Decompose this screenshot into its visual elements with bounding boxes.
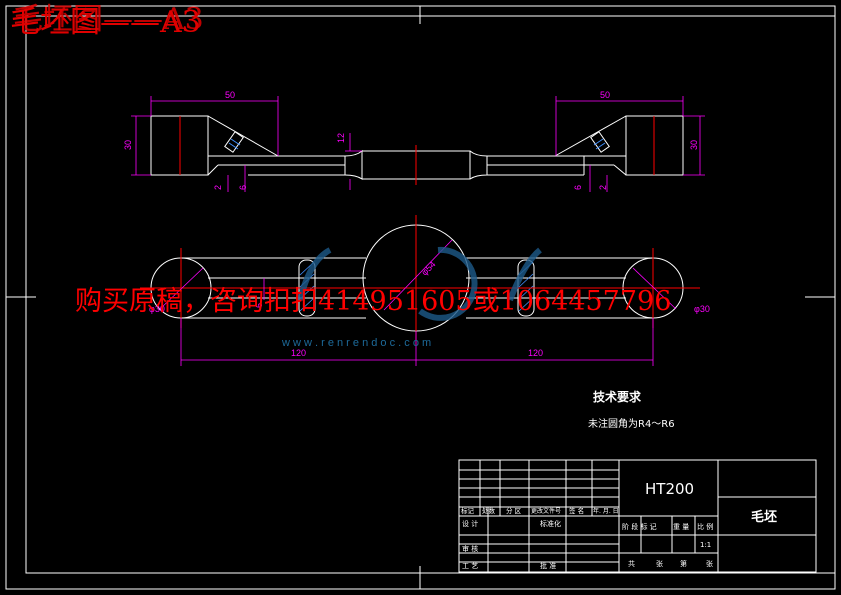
tb-header-2: 分 区	[506, 506, 522, 515]
tb-review: 审 核	[462, 544, 478, 553]
dim-top-left-height: 30	[123, 140, 133, 150]
overlay-title-text: 毛坯图——A3	[10, 5, 201, 40]
overlay-title: 毛坯图——A3 毛坯图——A3	[10, 2, 204, 40]
tb-header-5: 年. 月. 日	[593, 507, 619, 515]
tb-sheet-no: 第	[680, 559, 687, 568]
tb-scale-value: 1:1	[700, 541, 711, 549]
top-view-center-lines	[179, 116, 655, 185]
top-view-dimensions	[131, 96, 705, 192]
dim-left-small-b: 6	[238, 185, 248, 190]
tb-stage-label: 阶 段 标 记	[622, 522, 657, 531]
dim-left-circle: φ30	[149, 304, 165, 314]
drawing-frame	[5, 5, 836, 590]
tb-header-0: 标记	[461, 506, 475, 515]
front-view-center-lines	[140, 215, 700, 345]
tb-design: 设 计	[462, 519, 478, 528]
tb-scale-label: 比 例	[697, 522, 713, 531]
logo-watermark	[297, 246, 542, 321]
top-view	[150, 115, 684, 180]
left-oblique-hole	[224, 131, 244, 153]
dim-right-circle: φ30	[694, 304, 710, 314]
overlay-title-echo: 毛坯图——A3	[13, 2, 204, 37]
material-label: HT200	[645, 480, 694, 498]
tb-standard: 标准化	[540, 519, 561, 528]
dim-center-thickness: 12	[336, 133, 346, 143]
tb-sheet-unit-a: 张	[656, 559, 663, 568]
dim-bottom-right-span: 120	[528, 348, 543, 358]
tb-weight-label: 重 量	[673, 523, 689, 531]
dim-top-left-width: 50	[225, 90, 235, 100]
dim-right-small-a: 6	[573, 185, 583, 190]
tb-sheet-total: 共	[628, 559, 635, 568]
notes-body: 未注圆角为R4～R6	[588, 417, 675, 430]
dim-left-small-a: 2	[213, 185, 223, 190]
right-oblique-hole	[590, 131, 610, 153]
tb-header-4: 签 名	[569, 506, 584, 515]
tb-sheet-unit-b: 张	[706, 559, 713, 568]
part-name: 毛坯	[751, 509, 777, 525]
tb-header-1: 处数	[482, 506, 496, 515]
notes-heading: 技术要求	[593, 389, 642, 404]
dim-slot: 6	[254, 303, 264, 308]
tb-process: 工 艺	[462, 562, 478, 570]
dim-top-right-height: 30	[689, 140, 699, 150]
tb-approve: 批 准	[540, 561, 556, 570]
dim-right-small-b: 2	[598, 185, 608, 190]
dim-top-right-width: 50	[600, 90, 610, 100]
purchase-watermark: 购买原稿，咨询扣扣414951605或1064457796	[75, 286, 672, 317]
site-watermark: w w w . r e n r e n d o c . c o m	[281, 337, 431, 349]
tb-header-3: 更改文件号	[531, 507, 561, 515]
dim-bottom-left-span: 120	[291, 348, 306, 358]
title-block	[458, 459, 817, 573]
